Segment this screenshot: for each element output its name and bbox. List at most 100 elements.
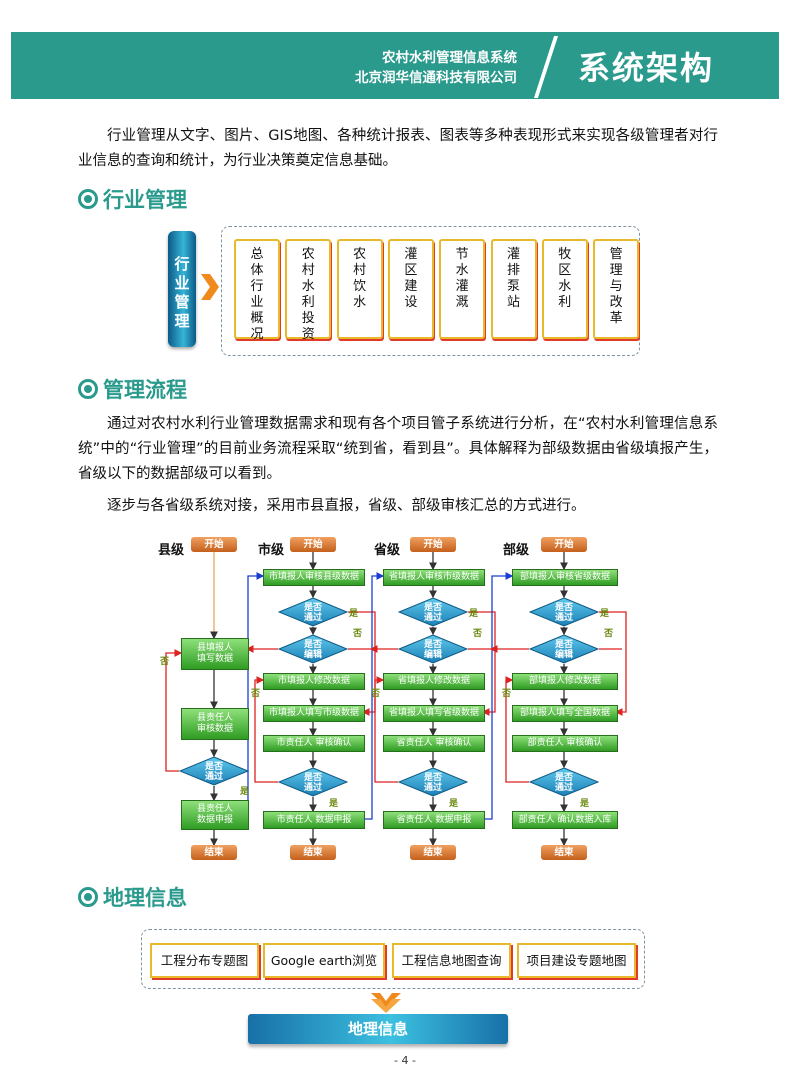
decision-label: 是否 通过	[303, 773, 322, 793]
industry-item-label: 管理与改革	[609, 247, 623, 326]
industry-item: 灌排泵站	[490, 239, 537, 339]
process-step: 省责任人 审核确认	[383, 735, 485, 752]
decision-node: 是否 通过	[179, 756, 249, 786]
connector-line	[165, 649, 183, 772]
start-node: 开始	[410, 537, 456, 552]
submit-step: 市责任人 数据申报	[263, 811, 365, 829]
branch-label: 否	[160, 657, 170, 667]
submit-step: 省责任人 数据申报	[383, 811, 485, 829]
decision-node: 是否 编辑	[278, 634, 348, 664]
decision-node: 是否 通过	[398, 767, 468, 797]
branch-label: 是	[240, 787, 250, 797]
decision-node: 是否 通过	[529, 597, 599, 627]
branch-label: 是	[329, 799, 339, 809]
process-heading-text: 管理流程	[103, 378, 187, 402]
review-step: 市填报人审核县级数据	[263, 569, 365, 586]
branch-label: 否	[473, 629, 483, 639]
decision-label: 是否 通过	[423, 773, 442, 793]
connector-line	[254, 676, 278, 783]
decision-label: 是否 通过	[303, 603, 322, 623]
column-title: 县级	[158, 543, 185, 558]
decision-label: 是否 编辑	[423, 640, 442, 660]
decision-node: 是否 通过	[398, 597, 468, 627]
process-step: 市填报人填写市级数据	[263, 705, 365, 722]
branch-label: 否	[371, 689, 381, 699]
start-node: 开始	[191, 537, 237, 552]
industry-item-label: 灌区建设	[404, 247, 418, 310]
process-paragraph-1: 通过对农村水利行业管理数据需求和现有各个项目管子系统进行分析，在“农村水利管理信…	[78, 416, 718, 482]
geo-item: Google earth浏览	[263, 943, 385, 978]
process-step: 省填报人修改数据	[383, 673, 485, 690]
decision-label: 是否 通过	[204, 762, 223, 782]
geo-heading: 地理信息	[78, 882, 187, 912]
geo-heading-text: 地理信息	[103, 886, 187, 910]
process-heading: 管理流程	[78, 374, 187, 404]
decision-label: 是否 编辑	[303, 640, 322, 660]
industry-item-label: 总体行业概况	[250, 247, 264, 342]
company-name: 北京润华信通科技有限公司	[355, 70, 517, 86]
decision-node: 是否 通过	[529, 767, 599, 797]
connector-line	[483, 572, 514, 820]
geo-bar: 地理信息	[248, 1014, 508, 1044]
industry-item: 节水灌溉	[439, 239, 486, 339]
industry-item: 农村水利投资	[285, 239, 332, 342]
industry-items-frame	[221, 226, 640, 356]
column-title: 部级	[503, 543, 530, 558]
branch-label: 否	[604, 629, 614, 639]
end-node: 结束	[410, 845, 456, 860]
industry-item-label: 农村饮水	[353, 247, 367, 310]
decision-node: 是否 通过	[278, 597, 348, 627]
process-step: 市填报人修改数据	[263, 673, 365, 690]
branch-label: 否	[353, 629, 363, 639]
end-node: 结束	[290, 845, 336, 860]
header-divider	[533, 36, 559, 98]
branch-label: 否	[502, 689, 512, 699]
geo-item: 工程分布专题图	[150, 943, 259, 978]
process-step: 部填报人填写全国数据	[512, 705, 618, 722]
process-step: 县填报人 填写数据	[181, 638, 249, 670]
geo-item: 项目建设专题地图	[517, 943, 636, 978]
intro-paragraph: 行业管理从文字、图片、GIS地图、各种统计报表、图表等多种表现形式来实现各级管理…	[78, 128, 718, 169]
industry-item: 总体行业概况	[234, 239, 280, 342]
process-step: 省填报人填写省级数据	[383, 705, 485, 722]
section-title: 系统架构	[578, 49, 715, 87]
industry-bar: 行业管理	[168, 231, 196, 347]
connector-line	[348, 611, 376, 716]
connector-line	[363, 572, 385, 820]
column-title: 省级	[374, 543, 401, 558]
system-name: 农村水利管理信息系统	[382, 50, 517, 66]
decision-node: 是否 编辑	[529, 634, 599, 664]
end-node: 结束	[541, 845, 587, 860]
review-step: 部填报人审核省级数据	[512, 569, 618, 586]
branch-label: 是	[469, 609, 479, 619]
branch-label: 是	[349, 609, 359, 619]
industry-item-label: 灌排泵站	[506, 247, 520, 310]
decision-node: 是否 通过	[278, 767, 348, 797]
geo-items-frame	[141, 929, 645, 989]
bullet-ring-icon	[78, 189, 98, 209]
geo-item: 工程信息地图查询	[392, 943, 511, 978]
industry-item: 牧区水利	[541, 239, 588, 339]
industry-heading: 行业管理	[78, 184, 187, 214]
decision-node: 是否 编辑	[398, 634, 468, 664]
industry-item: 灌区建设	[387, 239, 434, 339]
industry-bar-label: 行业管理	[174, 255, 190, 330]
process-step: 县责任人 审核数据	[181, 708, 249, 740]
process-flowchart: 县级开始结束市级开始结束省级开始结束部级开始结束县填报人 填写数据县责任人 审核…	[158, 534, 648, 864]
branch-label: 是	[580, 799, 590, 809]
end-node: 结束	[191, 845, 237, 860]
branch-label: 是	[600, 609, 610, 619]
industry-item: 管理与改革	[593, 239, 640, 339]
bullet-ring-icon	[78, 379, 98, 399]
page-number: - 4 -	[394, 1054, 416, 1067]
flowchart-connectors	[165, 552, 627, 847]
industry-item-label: 农村水利投资	[301, 247, 315, 342]
process-step: 县责任人 数据申报	[181, 800, 249, 830]
decision-label: 是否 编辑	[554, 640, 573, 660]
industry-item-label: 节水灌溉	[455, 247, 469, 310]
industry-item: 农村饮水	[336, 239, 383, 339]
page-header: 农村水利管理信息系统 北京润华信通科技有限公司 系统架构	[11, 32, 779, 99]
bullet-ring-icon	[78, 887, 98, 907]
branch-label: 否	[251, 689, 261, 699]
process-step: 市责任人 审核确认	[263, 735, 365, 752]
